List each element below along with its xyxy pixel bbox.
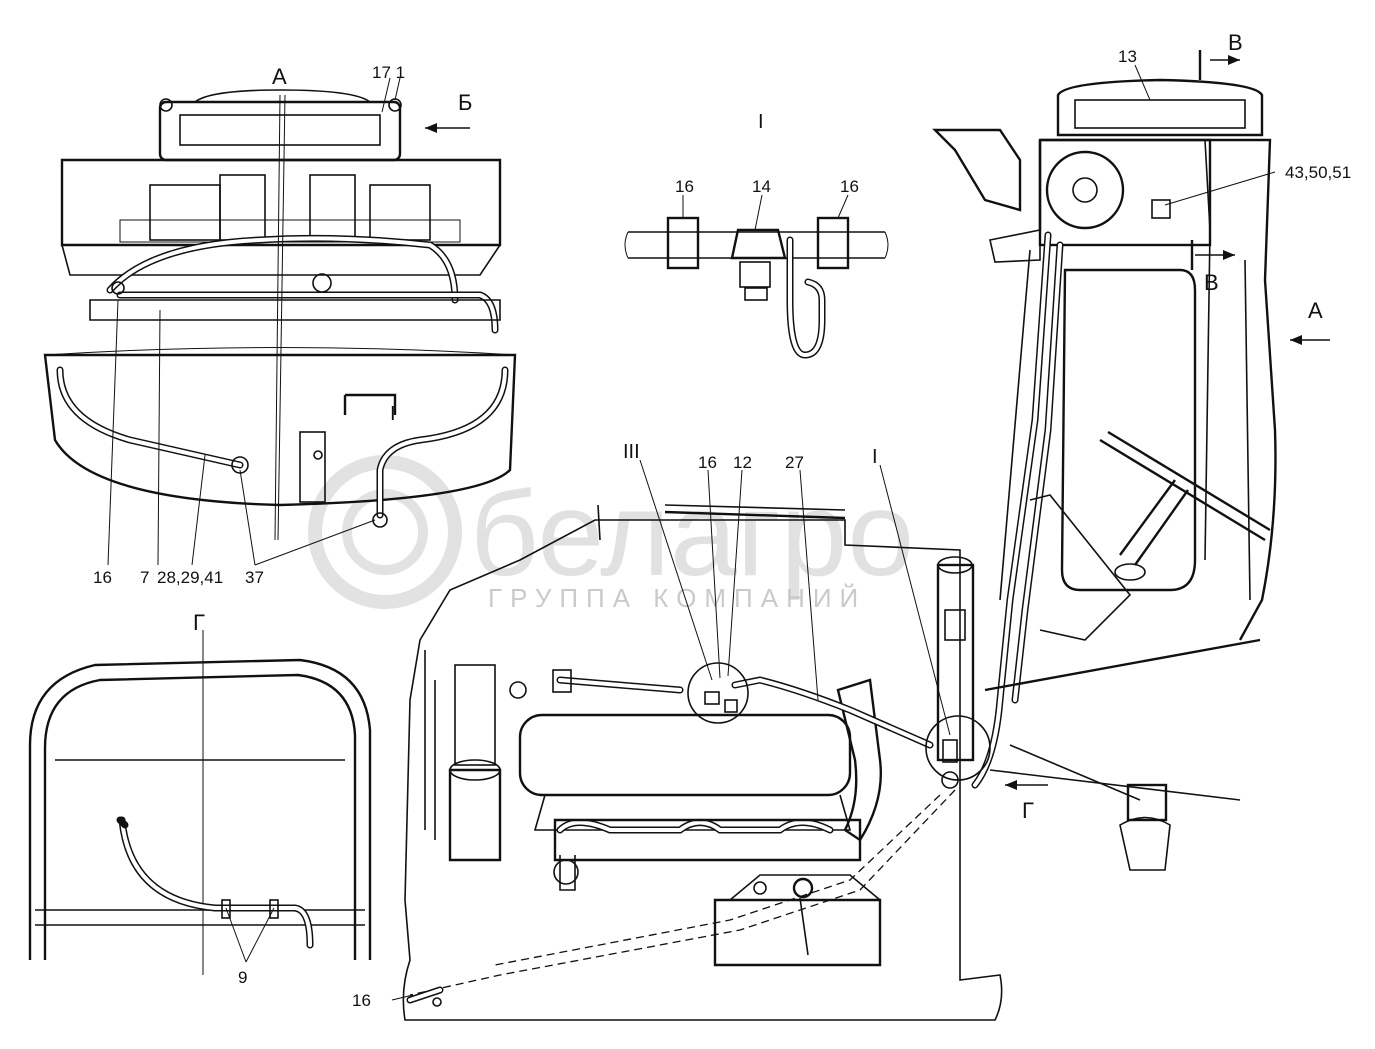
callout-16-lowest: 16 [352, 991, 371, 1010]
callout-9: 9 [238, 968, 247, 987]
view-b-label: Б [458, 90, 472, 115]
detail-i-circle [925, 715, 991, 781]
front-view-assembly [43, 77, 517, 566]
detail-i-mid-label: I [872, 446, 878, 468]
detail-i-title: I [758, 111, 764, 133]
callout-14: 14 [752, 177, 771, 196]
watermark: белагро ГРУППА КОМПАНИЙ [308, 455, 914, 613]
view-g-assembly [28, 630, 372, 975]
detail-i-assembly [624, 194, 889, 359]
watermark-subtitle: ГРУППА КОМПАНИЙ [488, 583, 866, 613]
callout-labels: А 17 1 Б I 16 14 16 13 В 43,50,51 В А I … [93, 30, 1351, 1010]
callout-13: 13 [1118, 47, 1137, 66]
callout-43-50-51: 43,50,51 [1285, 163, 1351, 182]
view-g-title: Г [193, 610, 205, 635]
view-a-top-label: А [272, 64, 287, 89]
view-a-right-label: А [1308, 298, 1323, 323]
engine-assembly [391, 459, 1048, 1021]
callout-16-detail-left: 16 [675, 177, 694, 196]
callout-12: 12 [733, 453, 752, 472]
callout-16-detail-right: 16 [840, 177, 859, 196]
view-g-arrow-label: Г [1022, 798, 1034, 823]
detail-iii-label: III [623, 441, 640, 463]
callout-27: 27 [785, 453, 804, 472]
view-v-bottom-label: В [1204, 270, 1219, 295]
side-view-assembly [932, 50, 1330, 871]
callout-17-1: 17 1 [372, 63, 405, 82]
detail-iii-circle [687, 662, 749, 724]
callout-28-29-41: 28,29,41 [157, 568, 223, 587]
section-i-label: I [390, 403, 396, 425]
watermark-brand: белагро [470, 467, 914, 601]
view-v-top-label: В [1228, 30, 1243, 55]
callout-16-mid: 16 [698, 453, 717, 472]
callout-16-left: 16 [93, 568, 112, 587]
callout-7: 7 [140, 568, 149, 587]
callout-37: 37 [245, 568, 264, 587]
